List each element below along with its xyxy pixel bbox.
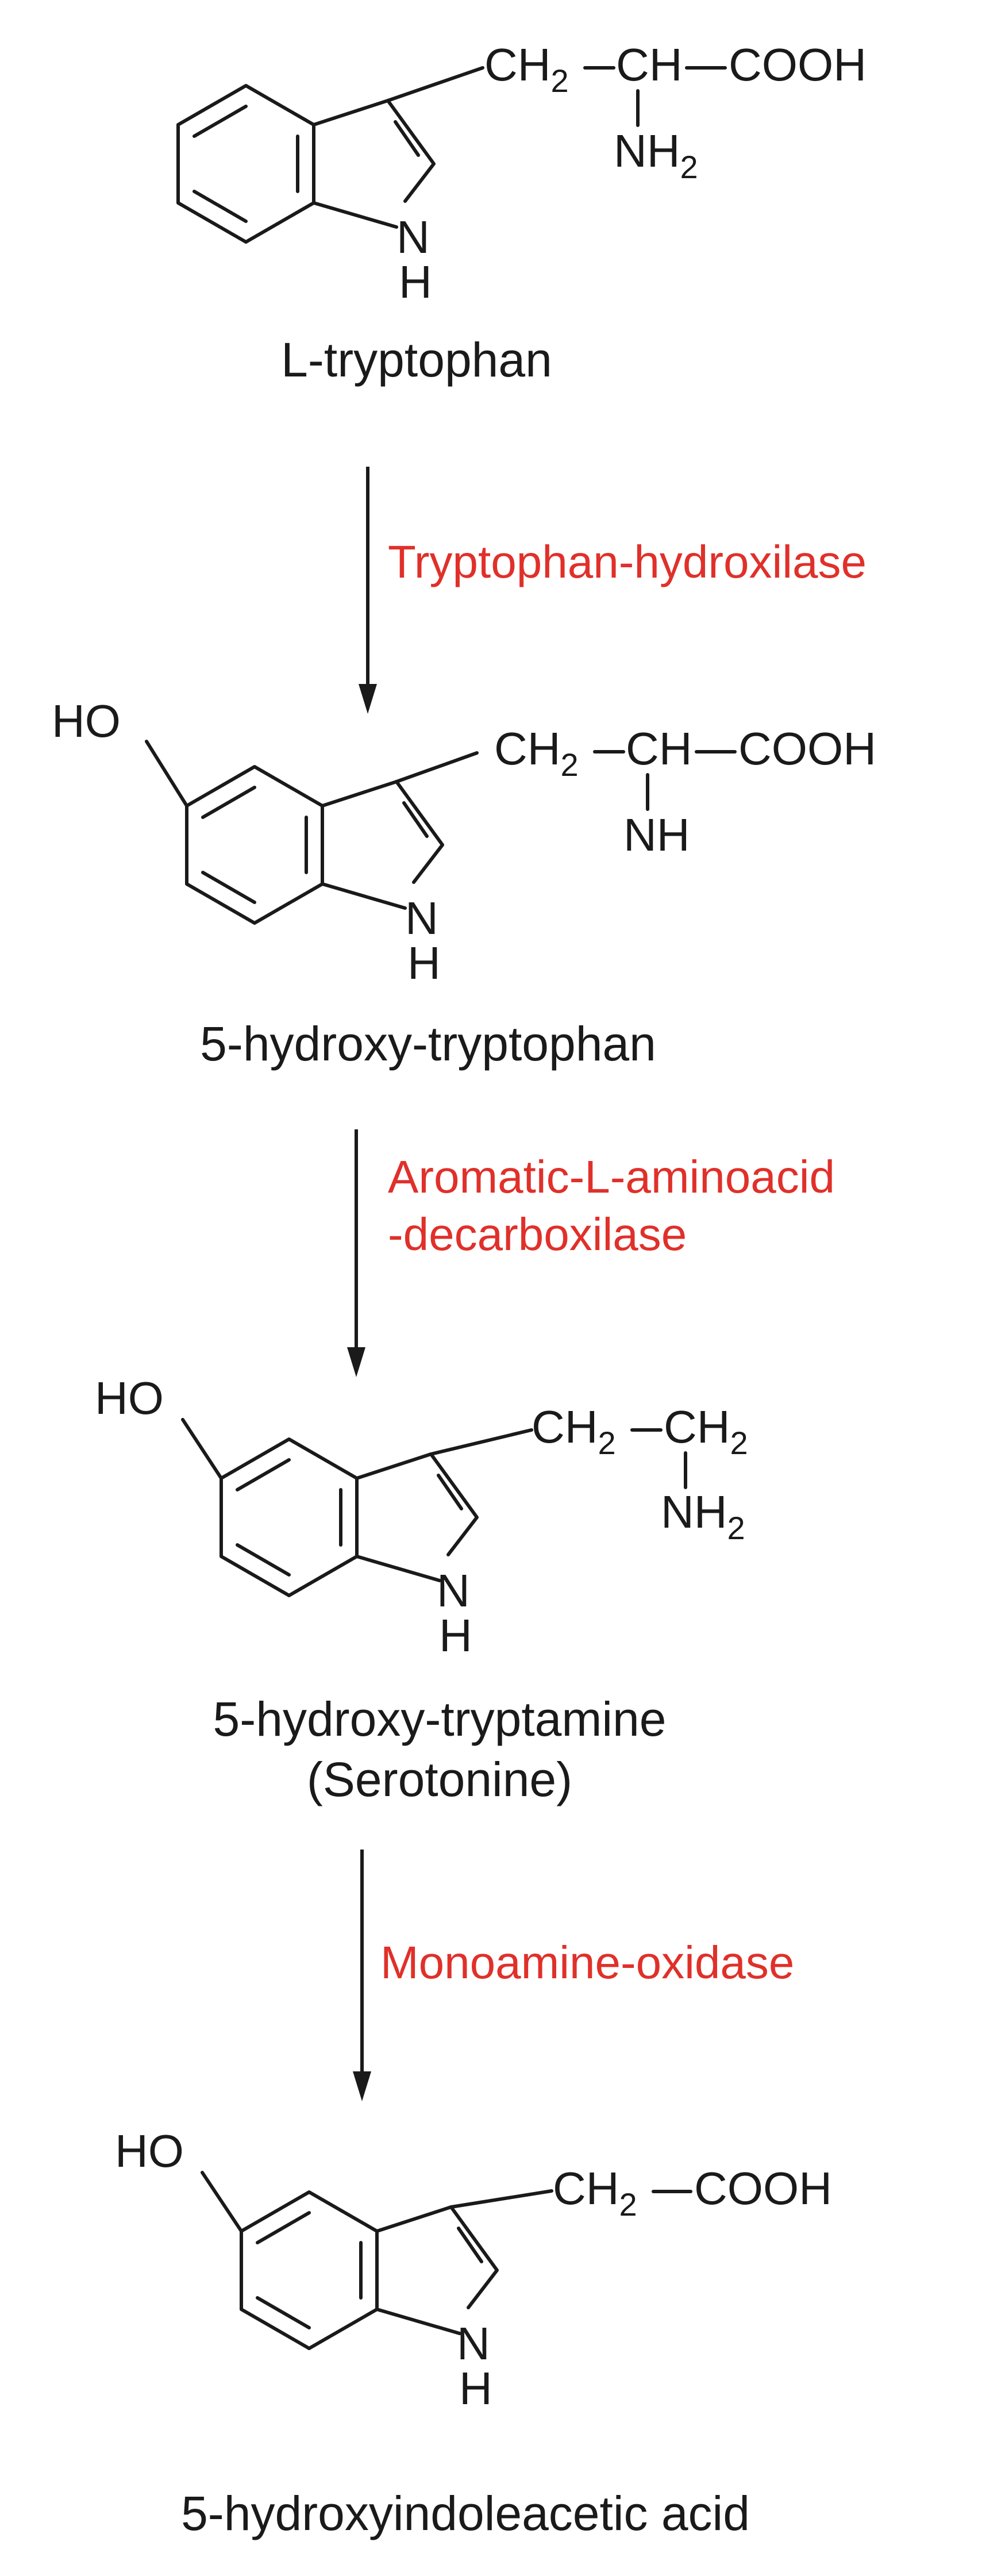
nh2-group: NH2 xyxy=(661,1486,745,1546)
ch2-group: CH2 xyxy=(494,723,579,783)
ring-hydrogen: H xyxy=(399,256,432,307)
indole-ring xyxy=(201,2171,553,2350)
ring-hydrogen: H xyxy=(407,937,441,989)
nh2-group: NH2 xyxy=(614,125,698,185)
ch2-group: CH2 xyxy=(484,39,569,99)
ch-group: CH xyxy=(626,723,692,774)
ch-group: CH xyxy=(616,39,683,90)
compound-name: L-tryptophan xyxy=(281,333,552,387)
cooh-group: COOH xyxy=(694,2163,832,2214)
ring-nitrogen: N xyxy=(437,1565,470,1616)
indole-ring xyxy=(181,1418,533,1597)
ch2-group: CH2 xyxy=(553,2163,637,2223)
indole-ring xyxy=(176,66,484,244)
hydroxyl-group: HO xyxy=(52,695,121,747)
indole-ring xyxy=(145,740,479,925)
ch2-group-alpha: CH2 xyxy=(532,1401,616,1461)
compound-name: 5-hydroxy-tryptamine xyxy=(213,1692,667,1746)
cooh-group: COOH xyxy=(738,723,876,774)
compound-5-hydroxy-tryptamine: HO N H CH2 CH2 NH2 5-hydroxy-tryptamine … xyxy=(95,1372,748,1806)
ring-nitrogen: N xyxy=(396,212,430,263)
compound-name: 5-hydroxyindoleacetic acid xyxy=(181,2486,750,2540)
compound-common-name: (Serotonine) xyxy=(307,1752,572,1806)
enzyme-label-3: Monoamine-oxidase xyxy=(380,1937,794,1988)
compound-5-hydroxyindoleacetic-acid: HO N H CH2 COOH 5-hydroxyindoleacetic ac… xyxy=(115,2125,832,2540)
enzyme-label-2: Aromatic-L-aminoacid -decarboxilase xyxy=(388,1151,848,1260)
ring-nitrogen: N xyxy=(457,2318,490,2369)
cooh-group: COOH xyxy=(729,39,867,90)
compound-name: 5-hydroxy-tryptophan xyxy=(200,1017,656,1071)
hydroxyl-group: HO xyxy=(115,2125,184,2177)
enzyme-label-1: Tryptophan-hydroxilase xyxy=(388,536,867,587)
compound-5-hydroxy-tryptophan: HO N H CH2 CH COOH NH 5-hydroxy-tryptoph… xyxy=(52,695,876,1071)
nh-group: NH xyxy=(623,809,690,860)
ring-nitrogen: N xyxy=(405,893,438,944)
ring-hydrogen: H xyxy=(459,2363,492,2414)
reaction-arrow-1 xyxy=(359,467,377,714)
compound-l-tryptophan: N H CH2 CH COOH NH2 L-tryptophan xyxy=(176,39,867,387)
reaction-arrow-3 xyxy=(353,1850,371,2101)
ring-hydrogen: H xyxy=(439,1610,472,1661)
reaction-arrow-2 xyxy=(347,1129,365,1377)
ch2-group-beta: CH2 xyxy=(664,1401,748,1461)
hydroxyl-group: HO xyxy=(95,1372,164,1424)
